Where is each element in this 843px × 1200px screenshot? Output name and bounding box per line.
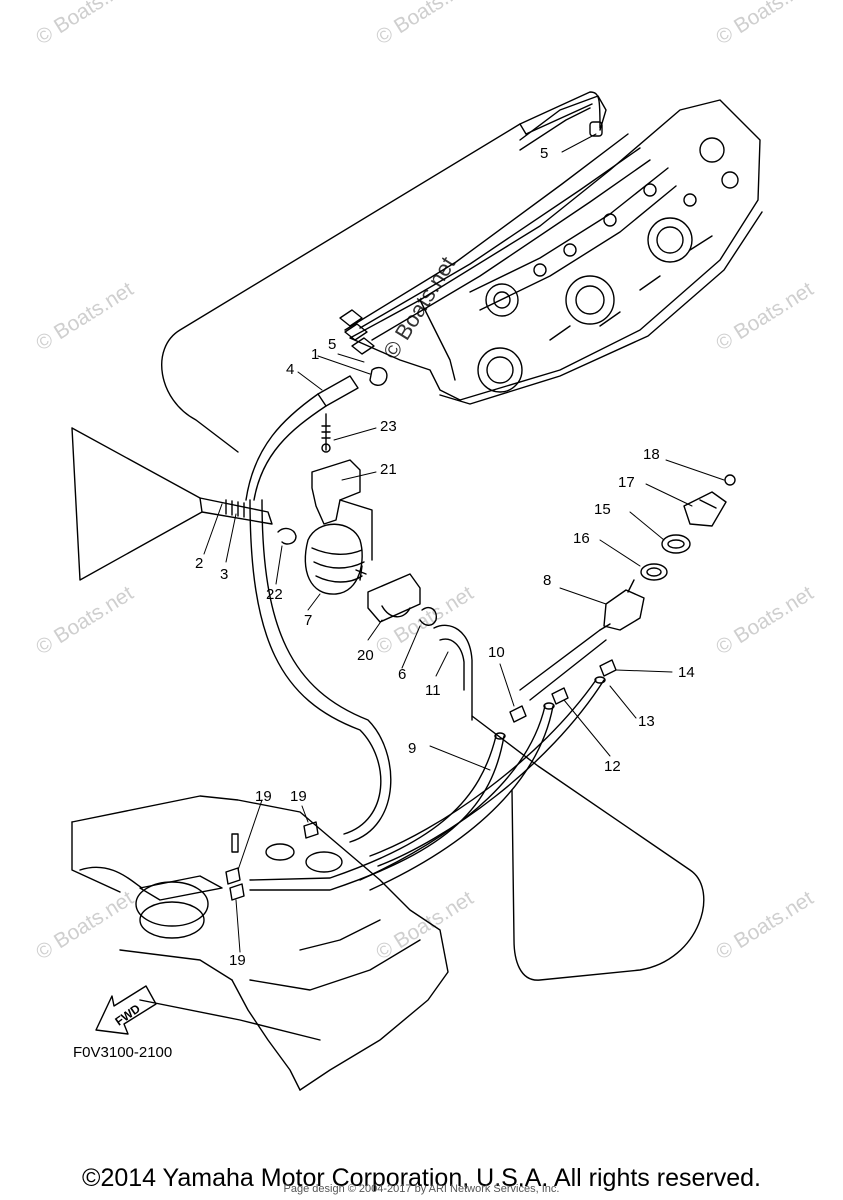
part-label-22: 22: [266, 586, 283, 603]
page-credit: Page design © 2004-2017 by ARI Network S…: [283, 1183, 560, 1195]
part-label-16: 16: [573, 530, 590, 547]
part-label-19: 19: [255, 788, 272, 805]
part-label-8: 8: [543, 572, 552, 589]
part-label-13: 13: [638, 713, 655, 730]
part-label-5: 5: [540, 145, 549, 162]
part-label-11: 11: [425, 682, 441, 699]
hose-11: [433, 624, 473, 721]
part-label-21: 21: [380, 461, 397, 478]
part-label-2: 2: [195, 555, 204, 572]
upper-vent-hose: [161, 91, 601, 453]
leader-lines: [203, 133, 725, 953]
part-label-23: 23: [380, 418, 397, 435]
hose-9-bundle: [249, 499, 705, 981]
hose-4: [245, 366, 388, 501]
part-label-19: 19: [290, 788, 307, 805]
part-label-14: 14: [678, 664, 695, 681]
part-label-4: 4: [286, 361, 295, 378]
part-label-9: 9: [408, 740, 417, 757]
part-label-19: 19: [229, 952, 246, 969]
hose-2-3: [71, 427, 273, 581]
part-label-10: 10: [488, 644, 505, 661]
part-label-15: 15: [594, 501, 611, 518]
figure-code: F0V3100-2100: [73, 1044, 173, 1061]
clamps-19: [225, 821, 319, 901]
fuel-tank: [71, 795, 449, 1091]
part-label-6: 6: [398, 666, 407, 683]
part-label-20: 20: [357, 647, 374, 664]
part-label-18: 18: [643, 446, 660, 463]
part-label-12: 12: [604, 758, 621, 775]
copyright-notice: ©2014 Yamaha Motor Corporation, U.S.A. A…: [82, 1164, 761, 1192]
fuel-filter-assembly: [277, 413, 437, 626]
part-label-17: 17: [618, 474, 635, 491]
engine-block: [339, 95, 763, 405]
part-label-5: 5: [328, 336, 337, 353]
part-label-1: 1: [311, 346, 320, 363]
cap-parts: [640, 474, 736, 581]
clamps-and-connectors: [509, 579, 645, 723]
part-label-3: 3: [220, 566, 229, 583]
part-label-7: 7: [304, 612, 313, 629]
fwd-arrow: [95, 985, 157, 1035]
